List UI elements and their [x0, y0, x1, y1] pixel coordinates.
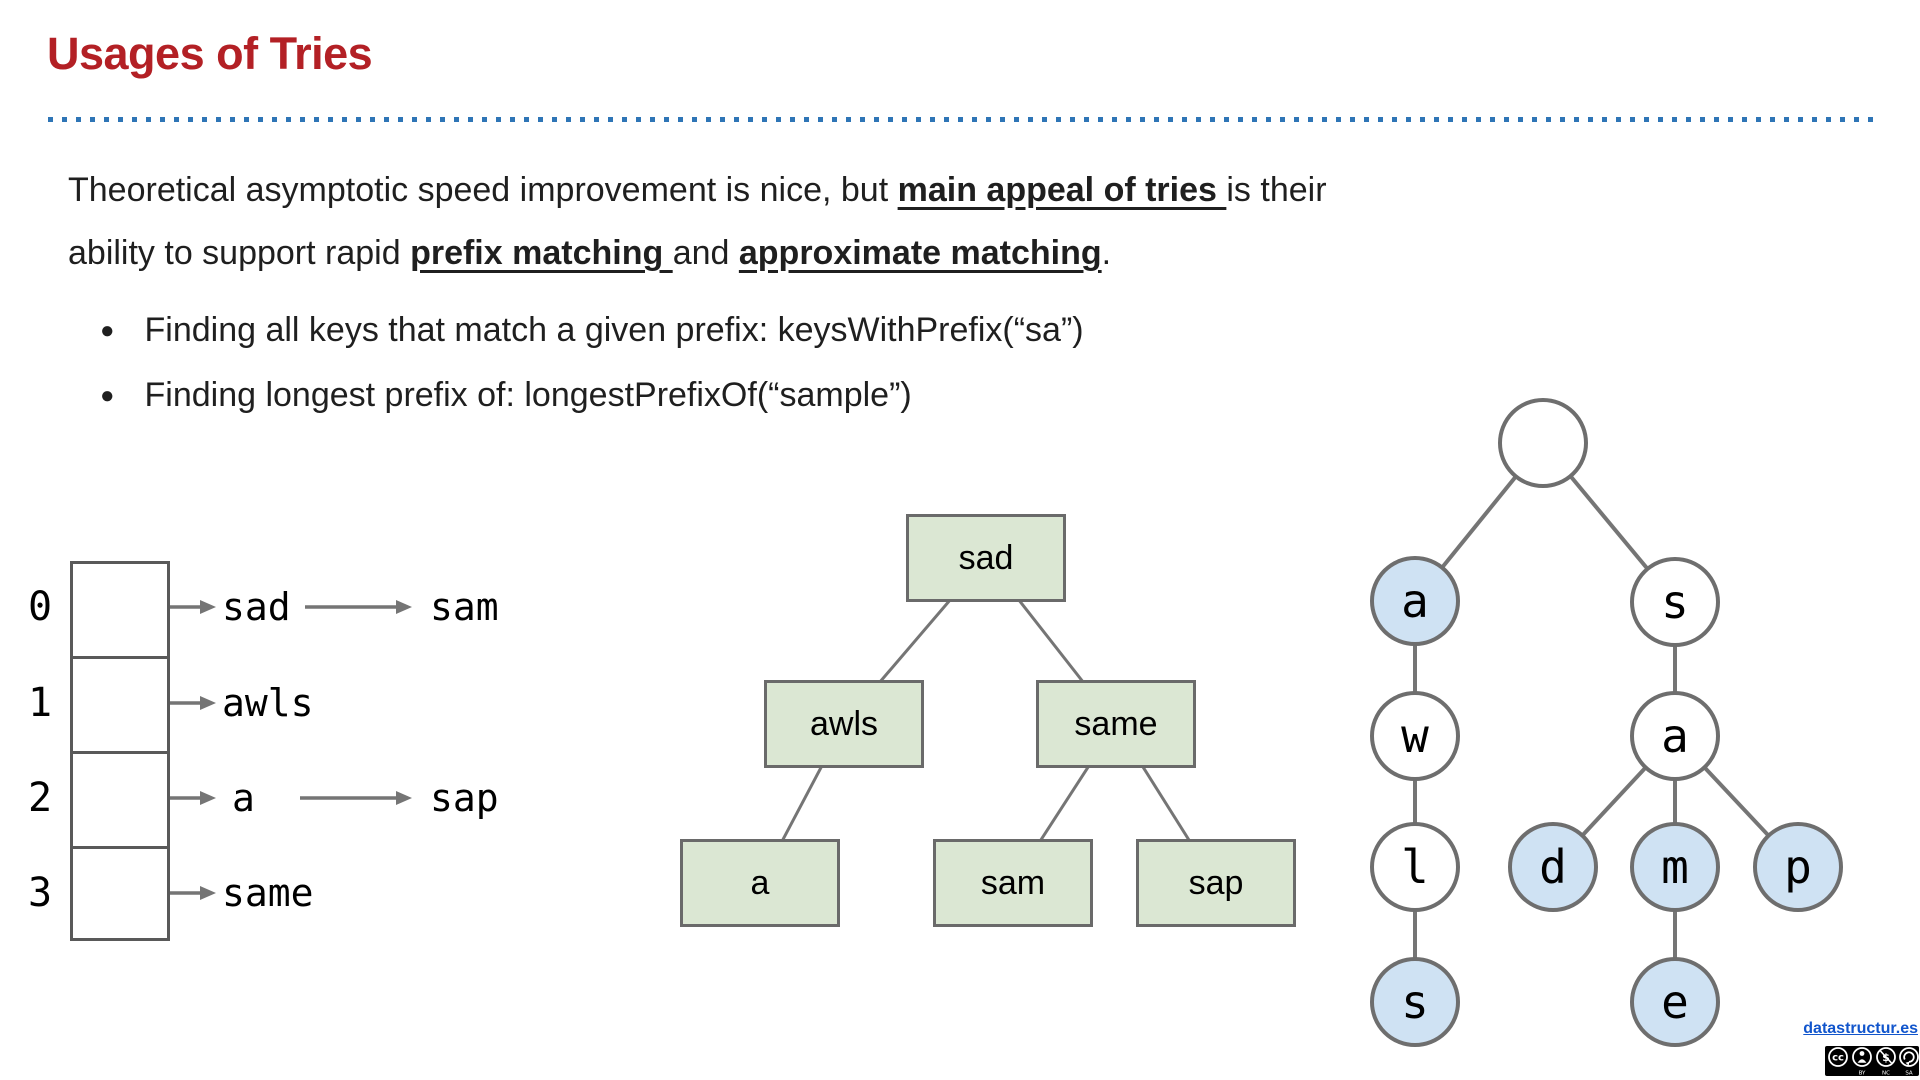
bst-node: same — [1036, 680, 1196, 768]
trie-node: p — [1753, 822, 1843, 912]
list-word: a — [232, 776, 255, 820]
bst-node: awls — [764, 680, 924, 768]
trie-node: a — [1370, 556, 1460, 646]
cc-icon: cc — [1828, 1047, 1848, 1067]
trie-node: w — [1370, 691, 1460, 781]
array-table — [70, 561, 170, 941]
array-cell — [73, 659, 167, 754]
bullet-dot: ● — [100, 317, 115, 344]
array-cell — [73, 564, 167, 659]
array-index-label: 1 — [27, 680, 53, 726]
bullet-dot: ● — [100, 382, 115, 409]
trie-node: d — [1508, 822, 1598, 912]
array-cell — [73, 754, 167, 849]
cc-by-nc-sa-badge: cc $ BY NC SA — [1825, 1046, 1919, 1076]
dotted-divider — [48, 117, 1874, 122]
trie-node: s — [1630, 557, 1720, 647]
paragraph-emphasis: main appeal of tries — [897, 171, 1227, 209]
trie-root-node — [1498, 398, 1588, 488]
array-index-label: 0 — [27, 584, 53, 630]
bullet-item: ● Finding all keys that match a given pre… — [100, 304, 1084, 357]
paragraph-line-1: Theoretical asymptotic speed improvement… — [68, 164, 1327, 216]
list-word: sam — [430, 585, 499, 629]
sa-label: SA — [1905, 1071, 1913, 1077]
trie-edges — [1413, 441, 1800, 1002]
bst-node: a — [680, 839, 840, 927]
paragraph-text: . — [1101, 234, 1112, 272]
by-person-icon — [1852, 1047, 1872, 1067]
bullet-text: Finding longest prefix of: longestPrefix… — [144, 376, 912, 414]
trie-node: l — [1370, 822, 1460, 912]
paragraph-emphasis: approximate matching — [738, 234, 1102, 272]
bst-node: sad — [906, 514, 1066, 602]
paragraph-text: is their — [1226, 171, 1327, 209]
array-index-label: 3 — [27, 870, 53, 916]
bst-node: sam — [933, 839, 1093, 927]
paragraph-text: ability to support rapid — [68, 234, 411, 272]
list-word: same — [222, 871, 314, 915]
paragraph-line-2: ability to support rapid prefix matching… — [68, 227, 1111, 279]
bullet-item: ● Finding longest prefix of: longestPrefi… — [100, 369, 912, 422]
trie-node: m — [1630, 822, 1720, 912]
datastructures-link[interactable]: datastructur.es — [1803, 1020, 1918, 1037]
paragraph-emphasis: prefix matching — [410, 234, 673, 272]
sa-arrow-icon — [1899, 1047, 1919, 1067]
array-index-label: 2 — [27, 775, 53, 821]
bullet-text: Finding all keys that match a given pref… — [144, 311, 1084, 349]
list-word: sad — [222, 585, 291, 629]
list-word: awls — [222, 681, 314, 725]
array-cell — [73, 849, 167, 941]
list-word: sap — [430, 776, 499, 820]
bst-node: sap — [1136, 839, 1296, 927]
trie-node: e — [1630, 957, 1720, 1047]
nc-label: NC — [1882, 1071, 1890, 1077]
nc-dollar-icon: $ — [1876, 1047, 1896, 1067]
trie-node: a — [1630, 691, 1720, 781]
svg-text:cc: cc — [1832, 1053, 1844, 1064]
page-title: Usages of Tries — [47, 28, 373, 79]
paragraph-text: Theoretical asymptotic speed improvement… — [68, 171, 898, 209]
trie-node: s — [1370, 957, 1460, 1047]
by-label: BY — [1859, 1071, 1866, 1077]
paragraph-text: and — [672, 234, 739, 272]
